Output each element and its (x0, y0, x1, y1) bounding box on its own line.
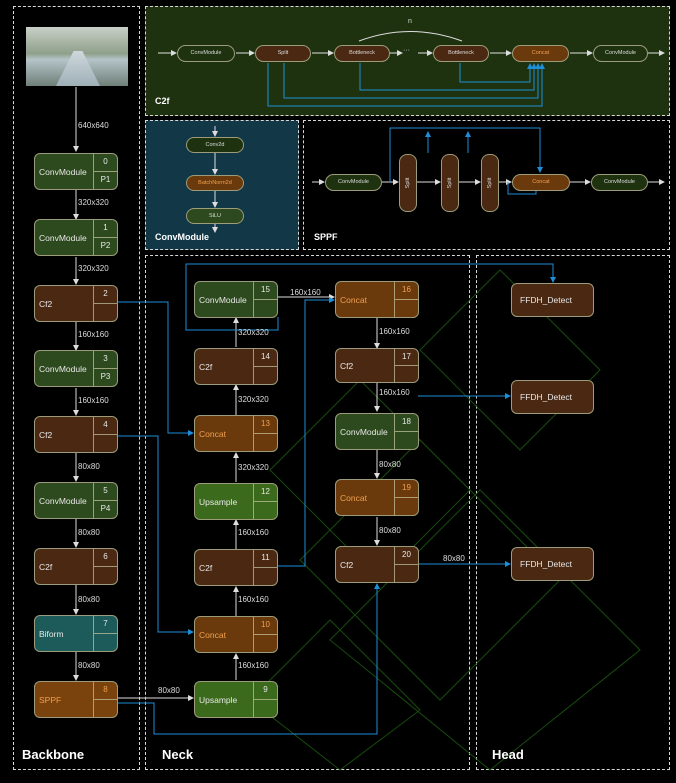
neck-arrow-label: 320x320 (238, 328, 269, 337)
input-size-label: 640x640 (78, 121, 109, 130)
backbone-arrow-label: 80x80 (78, 528, 100, 537)
c2f-split: Split (255, 45, 311, 62)
c2f-ellipsis: ··· (403, 47, 410, 54)
sppf-convmodule-out: ConvModule (591, 174, 648, 191)
conv-silu: SiLU (186, 208, 244, 224)
backbone-label: Backbone (22, 747, 85, 762)
c2f-bottleneck-n: Bottleneck (433, 45, 489, 62)
neck-arrow-label: 160x160 (238, 528, 269, 537)
neck-arrow-label: 80x80 (443, 554, 465, 563)
detect-head-1: FFDH_Detect (511, 283, 594, 317)
c2f-n-label: n (408, 18, 412, 25)
sppf-split-3: Split (481, 154, 499, 212)
backbone-arrow-label: 80x80 (78, 462, 100, 471)
neck-arrow-label: 320x320 (238, 395, 269, 404)
input-image (26, 27, 128, 86)
backbone-arrow-label: 320x320 (78, 264, 109, 273)
neck-panel (145, 255, 470, 770)
detect-head-3: FFDH_Detect (511, 547, 594, 581)
neck-arrow-label: 80x80 (379, 526, 401, 535)
neck-arrow-label: 80x80 (379, 460, 401, 469)
sppf-split-2: Split (441, 154, 459, 212)
neck-arrow-label: 80x80 (158, 686, 180, 695)
c2f-convmodule-out: ConvModule (593, 45, 648, 62)
c2f-bottleneck-1: Bottleneck (334, 45, 390, 62)
backbone-arrow-label: 160x160 (78, 330, 109, 339)
sppf-concat: Concat (512, 174, 570, 191)
detect-head-2: FFDH_Detect (511, 380, 594, 414)
sppf-panel (303, 120, 670, 250)
neck-arrow-label: 160x160 (379, 388, 410, 397)
neck-arrow-label: 160x160 (379, 327, 410, 336)
sppf-panel-label: SPPF (314, 232, 338, 242)
sppf-convmodule-in: ConvModule (325, 174, 382, 191)
head-label: Head (492, 747, 524, 762)
c2f-panel-label: C2f (155, 96, 170, 106)
backbone-panel (13, 6, 140, 770)
neck-arrow-label: 160x160 (238, 661, 269, 670)
neck-arrow-label: 320x320 (238, 463, 269, 472)
backbone-arrow-label: 80x80 (78, 595, 100, 604)
neck-label: Neck (162, 747, 194, 762)
head-panel (476, 255, 670, 770)
sppf-split-1: Split (399, 154, 417, 212)
backbone-arrow-label: 320x320 (78, 198, 109, 207)
neck-arrow-label: 160x160 (290, 288, 321, 297)
convmodule-panel-label: ConvModule (155, 232, 209, 242)
backbone-arrow-label: 80x80 (78, 661, 100, 670)
backbone-arrow-label: 160x160 (78, 396, 109, 405)
c2f-convmodule-in: ConvModule (177, 45, 235, 62)
conv-batchnorm: BatchNorm2d (186, 175, 244, 191)
c2f-concat: Concat (512, 45, 569, 62)
conv-conv2d: Conv2d (186, 137, 244, 153)
neck-arrow-label: 160x160 (238, 595, 269, 604)
